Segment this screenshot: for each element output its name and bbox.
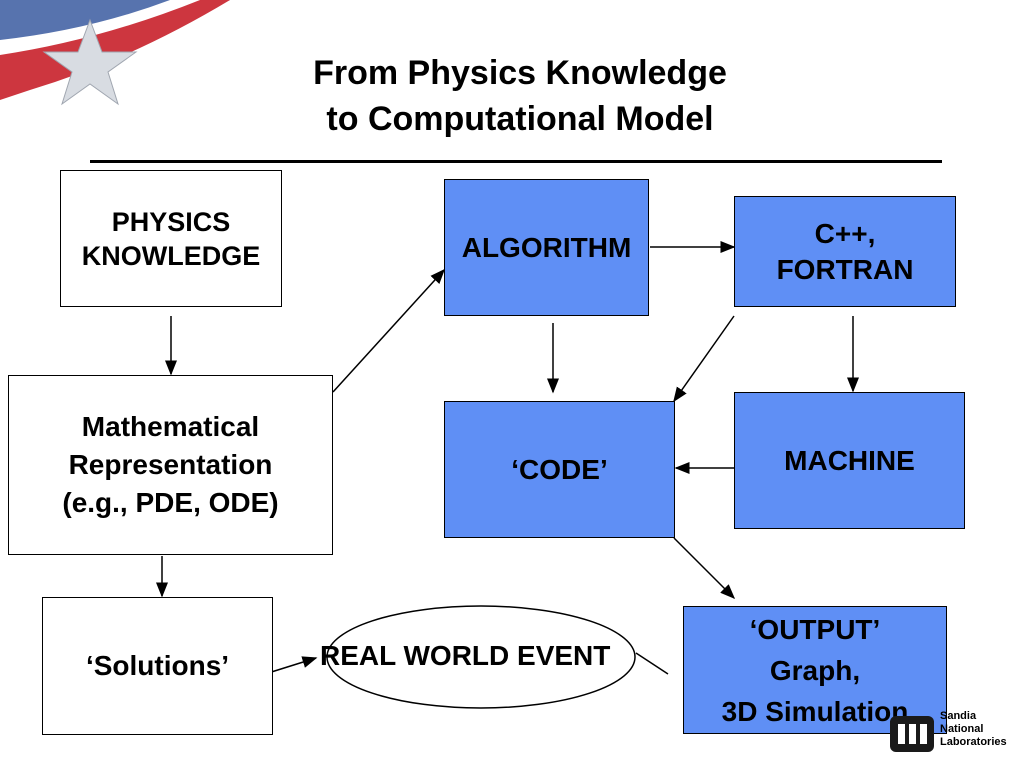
cpp-fortran-box: C++, FORTRAN	[734, 196, 956, 307]
code-box: ‘CODE’	[444, 401, 675, 538]
arrow-cpp-to-code	[673, 315, 735, 403]
real-world-event-ellipse	[326, 605, 636, 709]
flag-star-decoration	[0, 0, 230, 106]
title-line-2: to Computational Model	[326, 100, 714, 138]
arrow-code-to-output	[673, 537, 736, 600]
solutions-box: ‘Solutions’	[42, 597, 273, 735]
algorithm-box: ALGORITHM	[444, 179, 649, 316]
sandia-logo-text: Sandia National Laboratories	[940, 710, 1007, 748]
star-icon	[42, 18, 138, 106]
arrow-math-to-algorithm	[332, 268, 446, 393]
machine-box: MACHINE	[734, 392, 965, 529]
page-title: From Physics Knowledge to Computational …	[200, 50, 840, 142]
title-divider	[90, 160, 942, 163]
line-event-to-output	[635, 652, 669, 675]
physics-knowledge-box: PHYSICS KNOWLEDGE	[60, 170, 282, 307]
arrow-solutions-to-event	[264, 656, 318, 675]
mathematical-representation-box: Mathematical Representation (e.g., PDE, …	[8, 375, 333, 555]
sandia-logo-icon	[890, 716, 934, 752]
output-box: ‘OUTPUT’ Graph, 3D Simulation	[683, 606, 947, 734]
title-line-1: From Physics Knowledge	[313, 54, 727, 92]
real-world-event-label: REAL WORLD EVENT	[320, 640, 611, 671]
